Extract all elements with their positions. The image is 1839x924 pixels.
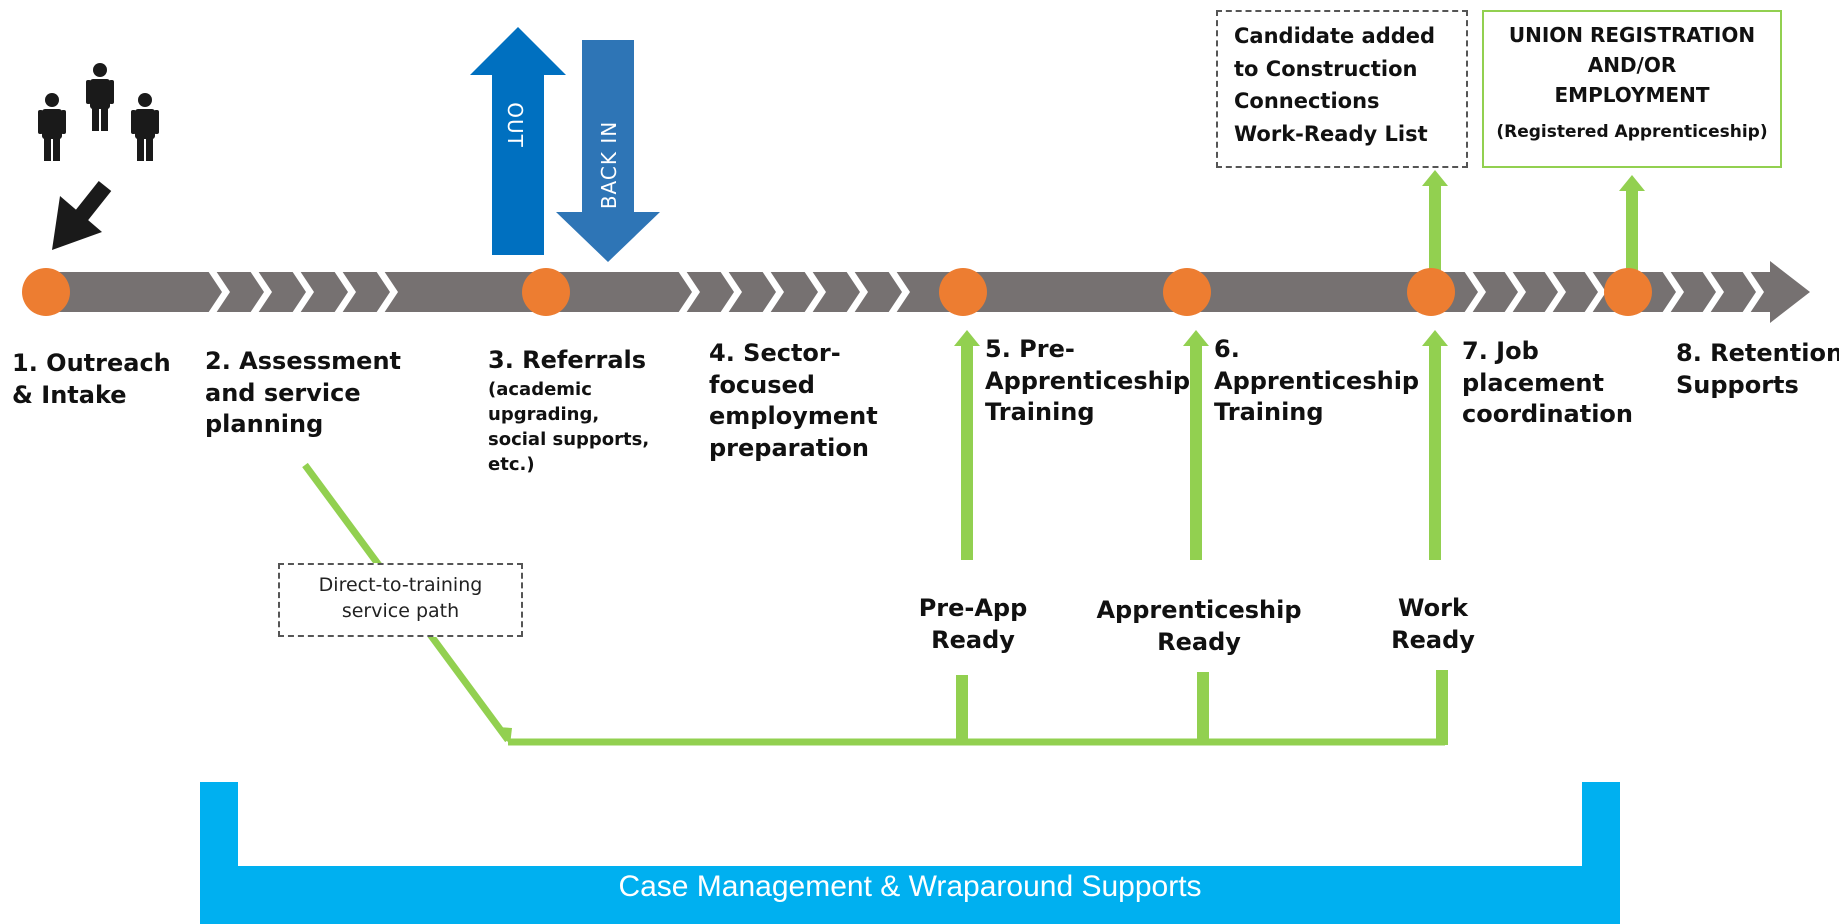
track-chevron-gap [1740, 268, 1764, 316]
timeline-track [40, 261, 1810, 323]
stage-node-7 [1407, 268, 1455, 316]
track-chevron-gap [290, 268, 314, 316]
track-chevron-gap [718, 268, 742, 316]
track-chevron-gap [1660, 268, 1684, 316]
track-chevron-gap [1542, 268, 1566, 316]
union-box-subtitle: (Registered Apprenticeship) [1496, 122, 1768, 142]
direct-path-box: Direct-to-training service path [278, 563, 523, 637]
track-chevron-gap [374, 268, 398, 316]
track-chevron-gap [1700, 268, 1724, 316]
back-in-arrow-label: BACK IN [597, 121, 621, 209]
direct-path-line: Direct-to-training [318, 574, 483, 596]
track-chevron-gap [844, 268, 868, 316]
green-arrow-to-union-box [1619, 175, 1645, 272]
arrow-down-left-icon [52, 181, 112, 250]
track-chevron-gap [1582, 268, 1606, 316]
track-chevron-gap [1462, 268, 1486, 316]
green-arrow-to-candidate-box [1422, 170, 1448, 272]
union-box: UNION REGISTRATION AND/OR EMPLOYMENT (Re… [1482, 10, 1782, 168]
candidate-box-line: to Construction [1234, 56, 1418, 81]
stage-node-8 [1604, 268, 1652, 316]
track-chevron-gap [206, 268, 230, 316]
stage-label-1: 1. Outreach& Intake [12, 349, 171, 409]
chevron-group-8 [1660, 268, 1764, 316]
people-icon [38, 63, 159, 161]
chevron-group-4 [676, 268, 910, 316]
out-arrow-label: OUT [503, 102, 527, 148]
union-box-line: UNION REGISTRATION [1508, 23, 1756, 47]
track-chevron-gap [886, 268, 910, 316]
chevron-group-2 [206, 268, 398, 316]
stage-node-6 [1163, 268, 1211, 316]
track-chevron-gap [1502, 268, 1526, 316]
case-management-bracket [200, 782, 1620, 924]
out-arrow: OUT [470, 27, 566, 255]
track-chevron-gap [248, 268, 272, 316]
track-chevron-gap [676, 268, 700, 316]
green-arrow-work [1422, 330, 1448, 560]
stage-node-5 [939, 268, 987, 316]
green-arrow-apprenticeship [1183, 330, 1209, 560]
green-arrow-preapp [954, 330, 980, 560]
union-box-line: AND/OR [1587, 53, 1677, 77]
union-box-line: EMPLOYMENT [1554, 83, 1710, 107]
back-in-arrow: BACK IN [556, 40, 660, 262]
direct-path-line: service path [341, 599, 460, 622]
candidate-box-line: Connections [1234, 89, 1380, 114]
case-management-label: Case Management & Wraparound Supports [618, 870, 1202, 903]
candidate-box: Candidate added to Construction Connecti… [1216, 10, 1468, 168]
candidate-box-line: Candidate added [1234, 24, 1436, 48]
track-chevron-gap [802, 268, 826, 316]
candidate-box-line: Work-Ready List [1234, 121, 1428, 146]
stage-node-1 [22, 268, 70, 316]
stage-node-3 [522, 268, 570, 316]
chevron-group-7 [1462, 268, 1606, 316]
track-chevron-gap [332, 268, 356, 316]
track-chevron-gap [760, 268, 784, 316]
